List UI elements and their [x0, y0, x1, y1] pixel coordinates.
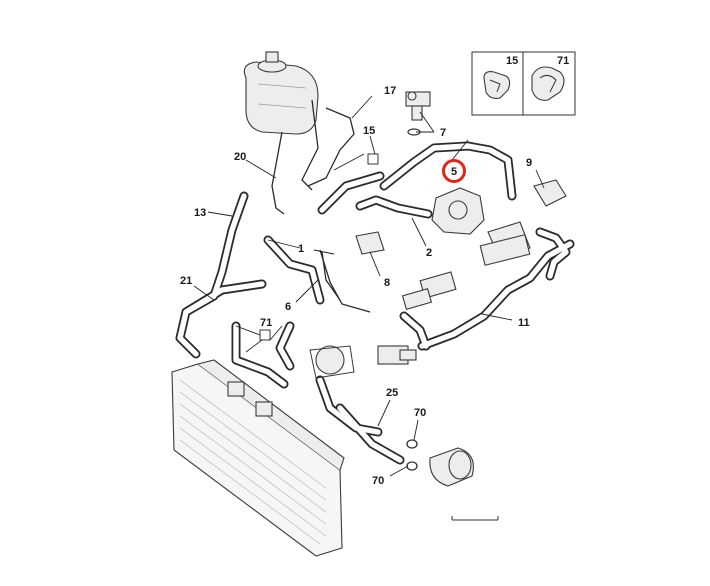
corner-tab — [451, 516, 499, 521]
callout-17[interactable]: 17 — [384, 85, 396, 97]
heater-unit — [377, 345, 417, 365]
expansion-tank — [243, 51, 319, 135]
callout-13[interactable]: 13 — [194, 207, 206, 219]
clip-15-icon — [483, 71, 511, 99]
callout-21[interactable]: 21 — [180, 275, 192, 287]
oil-cooler — [429, 447, 474, 487]
water-pump — [309, 345, 355, 379]
callout-8[interactable]: 8 — [384, 277, 390, 289]
callout-2[interactable]: 2 — [426, 247, 432, 259]
hoses — [175, 99, 575, 465]
callout-marker-71 — [259, 329, 271, 341]
highlight-callout-5[interactable]: 5 — [442, 159, 466, 183]
callout-9[interactable]: 9 — [526, 157, 532, 169]
radiator — [171, 359, 345, 557]
clamp-70-upper — [406, 439, 418, 449]
inset-label-15: 15 — [506, 55, 518, 67]
thermostat-housing — [431, 187, 485, 235]
callout-25[interactable]: 25 — [386, 387, 398, 399]
egr-cooler — [479, 221, 531, 266]
callout-labels: 17 15 7 20 9 13 1 2 8 21 6 11 71 25 70 7… — [180, 85, 532, 487]
clip-inset: 15 71 — [471, 51, 576, 116]
temperature-sensor — [405, 91, 431, 121]
callout-7[interactable]: 7 — [440, 127, 446, 139]
leader-lines — [193, 95, 545, 477]
callout-70-upper[interactable]: 70 — [414, 407, 426, 419]
callout-15[interactable]: 15 — [363, 125, 375, 137]
callout-70-lower[interactable]: 70 — [372, 475, 384, 487]
callout-1[interactable]: 1 — [298, 243, 304, 255]
heater-valve — [401, 271, 457, 310]
callout-20[interactable]: 20 — [234, 151, 246, 163]
clip-8 — [355, 231, 385, 255]
clip-71-icon — [531, 66, 565, 101]
callout-71[interactable]: 71 — [260, 317, 272, 329]
components — [309, 91, 567, 487]
callout-5: 5 — [451, 166, 457, 178]
inset-label-71: 71 — [557, 55, 569, 67]
callout-6[interactable]: 6 — [285, 301, 291, 313]
bleed-valve — [533, 179, 567, 207]
clamp-70-lower — [406, 461, 418, 471]
callout-marker-15 — [367, 153, 379, 165]
callout-11[interactable]: 11 — [518, 317, 530, 329]
